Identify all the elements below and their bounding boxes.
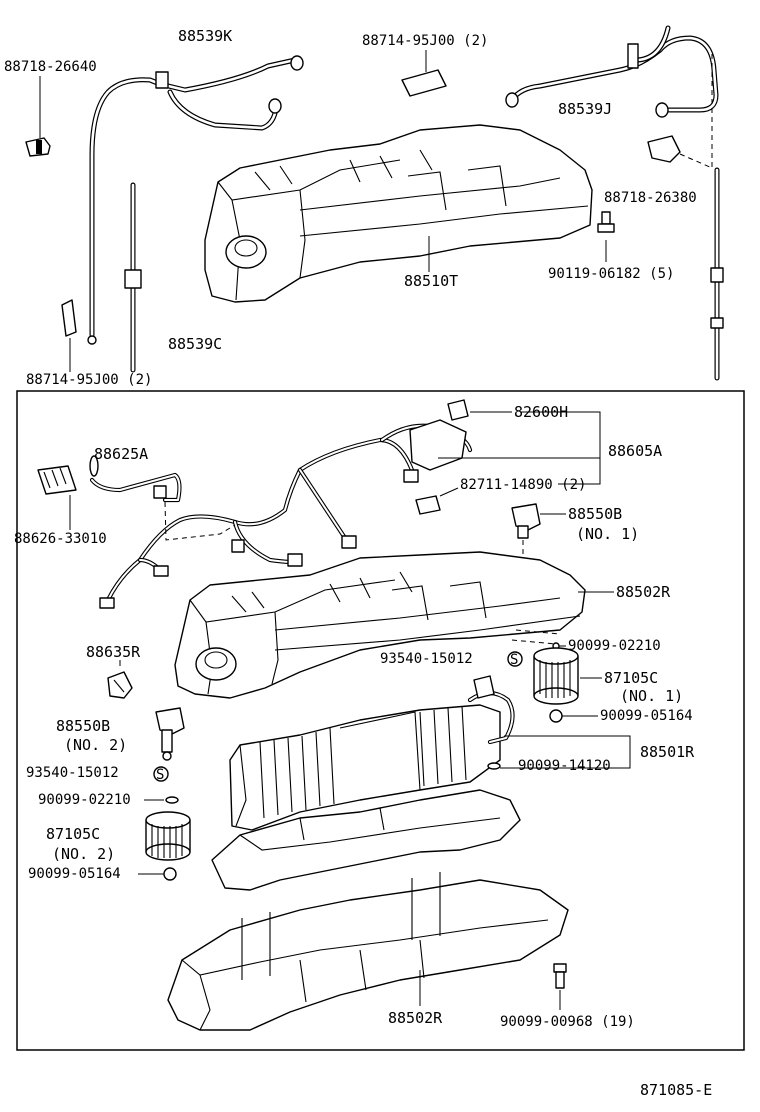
label-82711-14890: 82711-14890 (2) [460, 477, 587, 493]
s-mark-lower: S [156, 767, 165, 783]
label-88502r-upper: 88502R [616, 583, 671, 601]
label-90099-05164-upper: 90099-05164 [600, 708, 693, 724]
label-90099-02210-upper: 90099-02210 [568, 638, 661, 654]
label-88539j: 88539J [558, 100, 613, 118]
label-88502r-lower: 88502R [388, 1009, 443, 1027]
harness-88605a [99, 411, 601, 609]
s-mark-upper: S [510, 652, 519, 668]
label-93540-lower: 93540-15012 [26, 765, 119, 781]
label-no1-b: (NO. 1) [620, 687, 684, 705]
screw-90119 [597, 211, 615, 262]
label-88625a: 88625A [94, 445, 149, 463]
detail-frame [16, 390, 745, 1051]
clamp-88718-26640 [25, 76, 51, 157]
pipe-88539k [155, 55, 304, 131]
motor-87105c-no2 [145, 811, 191, 861]
connector-82600h [447, 399, 512, 421]
sensor-88625a [89, 455, 236, 541]
label-88550b-no1: 88550B [568, 505, 623, 523]
label-87105c-no1: 87105C [604, 669, 659, 687]
label-88635r: 88635R [86, 643, 141, 661]
label-88626-33010: 88626-33010 [14, 531, 107, 547]
tape-88714-top [401, 50, 447, 97]
part-88635r [107, 660, 133, 699]
label-90099-14120: 90099-14120 [518, 758, 611, 774]
unit-88510t [204, 124, 593, 303]
label-90099-05164-lower: 90099-05164 [28, 866, 121, 882]
clamp-88718-26380 [647, 135, 713, 169]
label-88718-26380: 88718-26380 [604, 190, 697, 206]
screw-93540-upper [507, 651, 523, 667]
label-no1-a: (NO. 1) [576, 525, 640, 543]
ring-90099-02210-lower [144, 796, 179, 804]
label-88714-top: 88714-95J00 (2) [362, 33, 489, 49]
tape-88714-bottom [61, 299, 77, 372]
label-88539c: 88539C [168, 335, 223, 353]
connector-88626 [37, 465, 77, 530]
label-88539k: 88539K [178, 27, 233, 45]
nut-90099-05164-lower [138, 867, 177, 881]
servo-88550b-no1 [511, 503, 566, 590]
label-88718-26640: 88718-26640 [4, 59, 97, 75]
label-82600h: 82600H [514, 403, 569, 421]
screw-93540-lower [153, 766, 169, 782]
screw-90099-00968 [553, 963, 567, 1010]
label-90119-06182: 90119-06182 (5) [548, 266, 675, 282]
nut-90099-05164-upper [549, 709, 598, 723]
figure-code: 871085-E [640, 1081, 713, 1099]
label-88510t: 88510T [404, 272, 459, 290]
label-no2-b: (NO. 2) [52, 845, 116, 863]
case-88502r-lower [167, 789, 569, 1031]
pipe-88539j [505, 25, 724, 381]
label-93540-upper: 93540-15012 [380, 651, 473, 667]
label-88714-bottom: 88714-95J00 (2) [26, 372, 153, 388]
motor-87105c-no1 [533, 647, 602, 705]
label-88501r: 88501R [640, 743, 695, 761]
unit-88501r [229, 675, 631, 831]
tube-88539c [87, 77, 163, 373]
label-88550b-no2: 88550B [56, 717, 111, 735]
label-90099-02210-lower: 90099-02210 [38, 792, 131, 808]
label-88605a: 88605A [608, 442, 663, 460]
label-90099-00968: 90099-00968 (19) [500, 1014, 635, 1030]
clip-82711 [415, 487, 459, 515]
label-no2-a: (NO. 2) [64, 736, 128, 754]
servo-88550b-no2 [155, 707, 185, 761]
label-87105c-no2: 87105C [46, 825, 101, 843]
